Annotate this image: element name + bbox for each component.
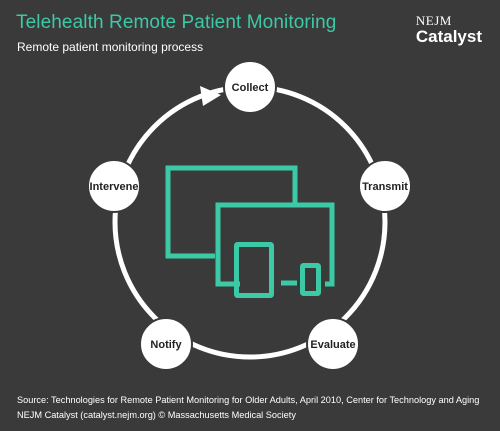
nejm-catalyst-logo: NEJM Catalyst bbox=[416, 14, 482, 45]
step-node-notify: Notify bbox=[139, 317, 193, 371]
phone-outline bbox=[234, 242, 274, 298]
step-node-circle bbox=[358, 159, 412, 213]
cycle-ring bbox=[112, 84, 388, 360]
step-node-transmit: Transmit bbox=[358, 159, 412, 213]
step-node-circle bbox=[223, 60, 277, 114]
page-subtitle: Remote patient monitoring process bbox=[17, 40, 204, 54]
step-node-evaluate: Evaluate bbox=[306, 317, 360, 371]
credit-note: NEJM Catalyst (catalyst.nejm.org) © Mass… bbox=[17, 410, 296, 420]
logo-line-2: Catalyst bbox=[415, 27, 482, 46]
step-node-collect: Collect bbox=[223, 60, 277, 114]
cycle-arrow-icon bbox=[200, 86, 221, 106]
tablet-outline bbox=[215, 202, 335, 287]
step-node-circle bbox=[139, 317, 193, 371]
step-node-circle bbox=[306, 317, 360, 371]
step-label-collect: Collect bbox=[232, 82, 269, 94]
logo-line-1: NEJM bbox=[415, 13, 452, 28]
step-node-intervene: Intervene bbox=[87, 159, 141, 213]
page-title: Telehealth Remote Patient Monitoring bbox=[16, 12, 337, 33]
step-label-intervene: Intervene bbox=[90, 181, 139, 193]
step-label-evaluate: Evaluate bbox=[310, 339, 355, 351]
monitor-outline bbox=[165, 165, 298, 259]
step-node-circle bbox=[87, 159, 141, 213]
step-label-transmit: Transmit bbox=[362, 181, 408, 193]
step-label-notify: Notify bbox=[150, 339, 182, 351]
small-device-outline bbox=[300, 263, 321, 296]
source-note: Source: Technologies for Remote Patient … bbox=[17, 395, 480, 405]
devices-icon bbox=[165, 165, 335, 298]
